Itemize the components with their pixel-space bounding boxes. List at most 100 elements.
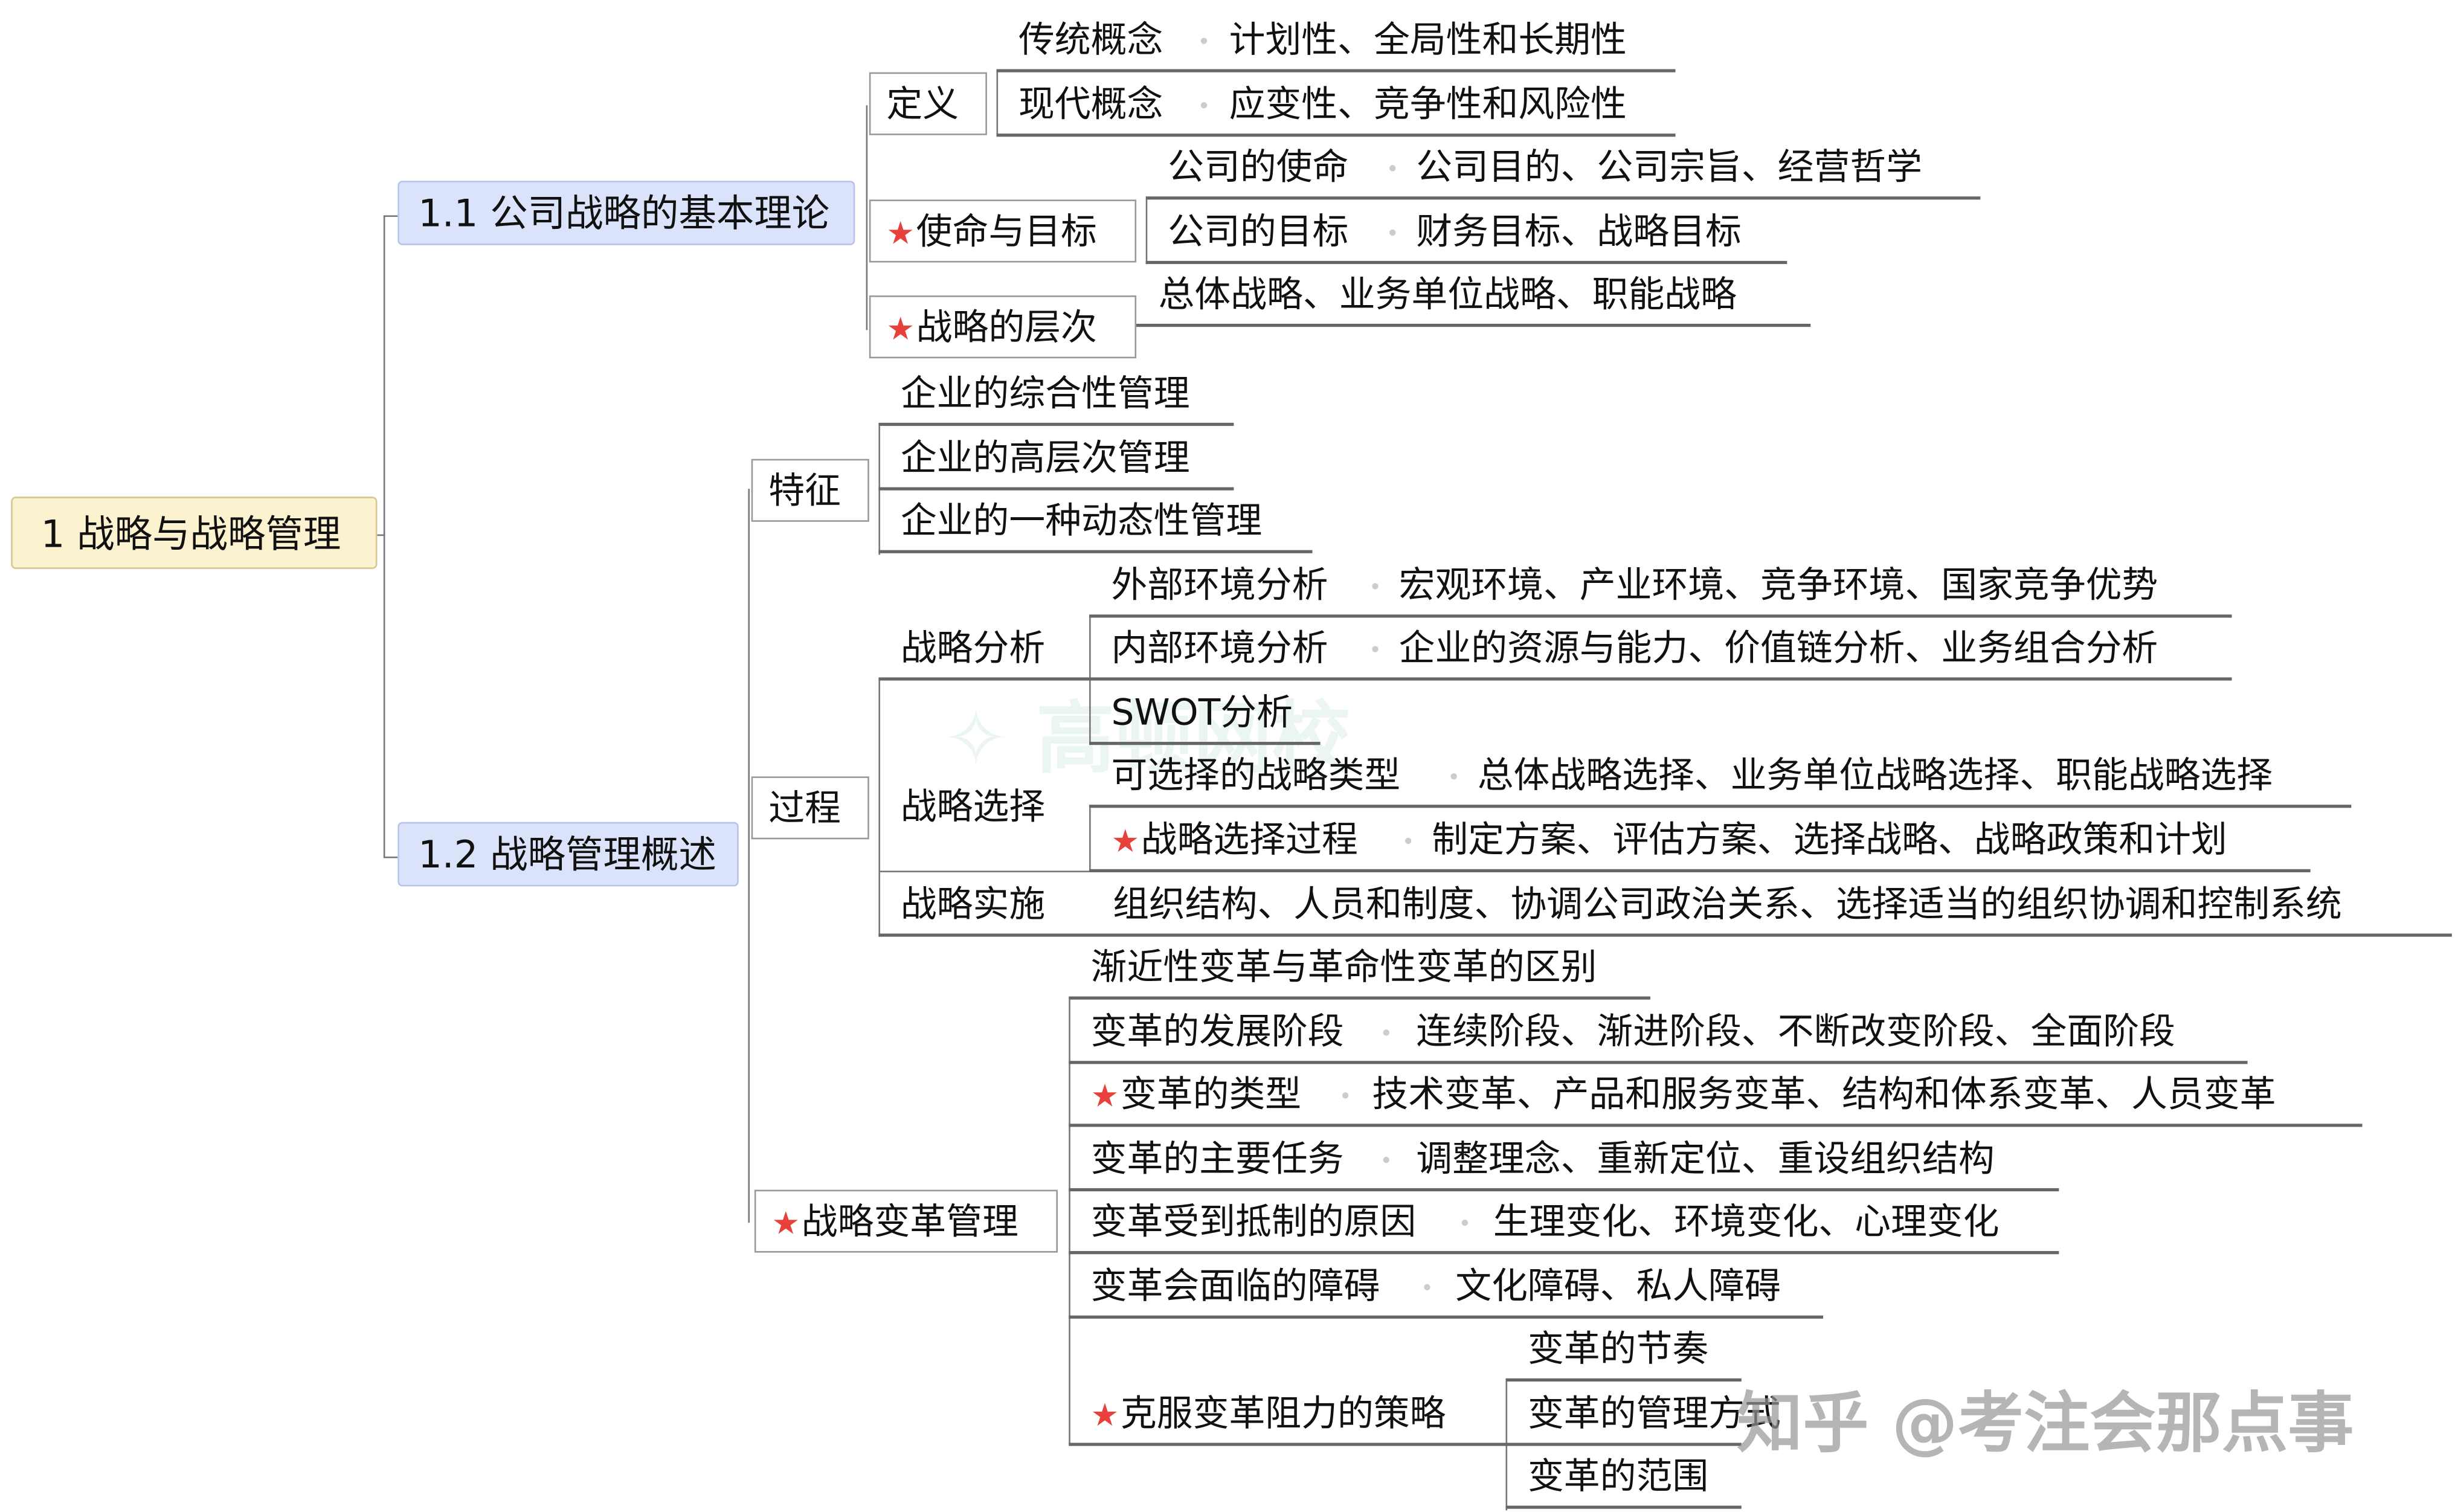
label: 战略分析 xyxy=(900,628,1046,670)
detail: 计划性、全局性和长期性 xyxy=(1229,20,1627,62)
label: 战略变革管理 xyxy=(801,1202,1018,1244)
leaf-feature[interactable]: 企业的综合性管理 xyxy=(878,363,1234,426)
connector xyxy=(996,69,999,135)
star-icon: ★ xyxy=(1111,822,1140,860)
label: 战略选择过程 xyxy=(1141,820,1358,861)
node-change-management[interactable]: ★战略变革管理 xyxy=(754,1189,1058,1253)
leaf-change[interactable]: ★变革的类型技术变革、产品和服务变革、结构和体系变革、人员变革 xyxy=(1069,1064,2363,1127)
label: 企业的综合性管理 xyxy=(900,374,1190,415)
label: 变革的节奏 xyxy=(1527,1330,1709,1371)
connector xyxy=(1089,808,1091,872)
zhihu-watermark: 知乎 @考注会那点事 xyxy=(1736,1385,2354,1462)
dot-icon xyxy=(1389,165,1396,172)
label: 战略选择 xyxy=(900,787,1046,829)
leaf-feature[interactable]: 企业的高层次管理 xyxy=(878,428,1234,491)
connector xyxy=(748,489,750,1223)
label: SWOT分析 xyxy=(1111,693,1293,735)
detail: 财务目标、战略目标 xyxy=(1416,212,1742,253)
leaf-choice-process[interactable]: ★战略选择过程 制定方案、评估方案、选择战略、战略政策和计划 xyxy=(1089,809,2311,872)
leaf-external[interactable]: 外部环境分析宏观环境、产业环境、竞争环境、国家竞争优势 xyxy=(1089,555,2232,618)
detail: 总体战略选择、业务单位战略选择、职能战略选择 xyxy=(1477,756,2273,797)
label: 企业的高层次管理 xyxy=(900,438,1190,480)
leaf-change[interactable]: 渐近性变革与革命性变革的区别 xyxy=(1069,937,1650,1000)
root-node[interactable]: 1 战略与战略管理 xyxy=(11,497,378,569)
label: 使命与目标 xyxy=(916,212,1097,253)
connector xyxy=(377,534,385,536)
node-features[interactable]: 特征 xyxy=(751,458,869,522)
label: 战略实施 xyxy=(900,884,1046,926)
detail: 调整理念、重新定位、重设组织结构 xyxy=(1416,1139,1995,1180)
leaf-choice-types[interactable]: 可选择的战略类型总体战略选择、业务单位战略选择、职能战略选择 xyxy=(1089,745,2352,808)
node-overcome-resistance[interactable]: ★克服变革阻力的策略 xyxy=(1069,1383,1506,1446)
star-icon: ★ xyxy=(886,309,915,347)
label: 过程 xyxy=(768,789,841,830)
connector xyxy=(878,870,1090,872)
label: 变革的管理方式 xyxy=(1527,1394,1781,1435)
label: 变革会面临的障碍 xyxy=(1090,1267,1380,1308)
leaf-internal[interactable]: 内部环境分析 企业的资源与能力、价值链分析、业务组合分析 xyxy=(1089,618,2232,681)
dot-icon xyxy=(1450,773,1457,780)
leaf-company-goal[interactable]: 公司的目标财务目标、战略目标 xyxy=(1145,201,1787,265)
label: 战略的层次 xyxy=(916,307,1097,349)
leaf-levels-detail[interactable]: 总体战略、业务单位战略、职能战略 xyxy=(1136,264,1811,327)
connector xyxy=(866,105,868,330)
node-definition[interactable]: 定义 xyxy=(869,72,987,135)
dot-icon xyxy=(1372,583,1379,590)
dot-icon xyxy=(1383,1156,1389,1163)
leaf-change[interactable]: 变革的主要任务调整理念、重新定位、重设组织结构 xyxy=(1069,1128,2059,1192)
label: 定义 xyxy=(886,85,959,126)
node-process[interactable]: 过程 xyxy=(751,776,869,840)
dot-icon xyxy=(1200,37,1208,44)
dot-icon xyxy=(1405,837,1412,844)
label: 现代概念 xyxy=(1018,85,1163,126)
leaf-change[interactable]: 变革的发展阶段连续阶段、渐进阶段、不断改变阶段、全面阶段 xyxy=(1069,1001,2248,1064)
label: 变革的范围 xyxy=(1527,1456,1709,1498)
label: 克服变革阻力的策略 xyxy=(1120,1394,1446,1435)
node-1-2[interactable]: 1.2 战略管理概述 xyxy=(397,822,739,887)
dot-icon xyxy=(1461,1219,1469,1226)
dot-icon xyxy=(1342,1092,1349,1099)
leaf-strategy[interactable]: 变革的管理方式 xyxy=(1505,1383,1781,1446)
detail: 制定方案、评估方案、选择战略、战略政策和计划 xyxy=(1432,820,2227,861)
leaf-traditional[interactable]: 传统概念计划性、全局性和长期性 xyxy=(996,10,1676,72)
label: 变革受到抵制的原因 xyxy=(1090,1202,1417,1244)
leaf-strategy[interactable]: 变革的范围 xyxy=(1505,1446,1742,1509)
leaf-change[interactable]: 变革会面临的障碍 文化障碍、私人障碍 xyxy=(1069,1256,1824,1319)
node-implementation[interactable]: 战略实施组织结构、人员和制度、协调公司政治关系、选择适当的组织协调和控制系统 xyxy=(878,874,2452,937)
leaf-strategy[interactable]: 变革的节奏 xyxy=(1505,1319,1742,1382)
leaf-change[interactable]: 变革受到抵制的原因 生理变化、环境变化、心理变化 xyxy=(1069,1191,2059,1255)
node-analysis[interactable]: 战略分析 xyxy=(878,618,1090,681)
star-icon: ★ xyxy=(886,213,915,252)
detail: 技术变革、产品和服务变革、结构和体系变革、人员变革 xyxy=(1372,1075,2276,1116)
leaf-company-mission[interactable]: 公司的使命 公司目的、公司宗旨、经营哲学 xyxy=(1145,137,1981,200)
detail: 应变性、竞争性和风险性 xyxy=(1229,85,1627,126)
label: 公司的使命 xyxy=(1168,147,1349,189)
dot-icon xyxy=(1372,646,1379,652)
node-choice[interactable]: 战略选择 xyxy=(878,776,1089,839)
connector xyxy=(383,856,398,858)
node-levels[interactable]: ★战略的层次 xyxy=(869,295,1137,359)
leaf-feature[interactable]: 企业的一种动态性管理 xyxy=(878,491,1313,553)
connector xyxy=(1089,617,1091,745)
dot-icon xyxy=(1424,1284,1430,1291)
label: 内部环境分析 xyxy=(1111,628,1328,670)
star-icon: ★ xyxy=(1090,1076,1119,1115)
leaf-modern[interactable]: 现代概念 应变性、竞争性和风险性 xyxy=(996,74,1676,137)
connector xyxy=(1069,999,1070,1445)
detail: 生理变化、环境变化、心理变化 xyxy=(1493,1202,2000,1244)
label: 渐近性变革与革命性变革的区别 xyxy=(1090,947,1597,989)
detail: 公司目的、公司宗旨、经营哲学 xyxy=(1416,147,1923,189)
leaf-swot[interactable]: SWOT分析 xyxy=(1089,682,1321,745)
dot-icon xyxy=(1200,102,1208,109)
connector xyxy=(878,680,881,937)
detail: 文化障碍、私人障碍 xyxy=(1455,1267,1781,1308)
dot-icon xyxy=(1383,1029,1389,1036)
detail: 宏观环境、产业环境、竞争环境、国家竞争优势 xyxy=(1398,565,2158,607)
connector xyxy=(1145,199,1148,265)
node-mission[interactable]: ★使命与目标 xyxy=(869,199,1137,263)
detail: 连续阶段、渐进阶段、不断改变阶段、全面阶段 xyxy=(1416,1012,2175,1054)
star-icon: ★ xyxy=(771,1203,800,1242)
detail: 企业的资源与能力、价值链分析、业务组合分析 xyxy=(1398,628,2158,670)
node-1-1[interactable]: 1.1 公司战略的基本理论 xyxy=(397,181,855,245)
